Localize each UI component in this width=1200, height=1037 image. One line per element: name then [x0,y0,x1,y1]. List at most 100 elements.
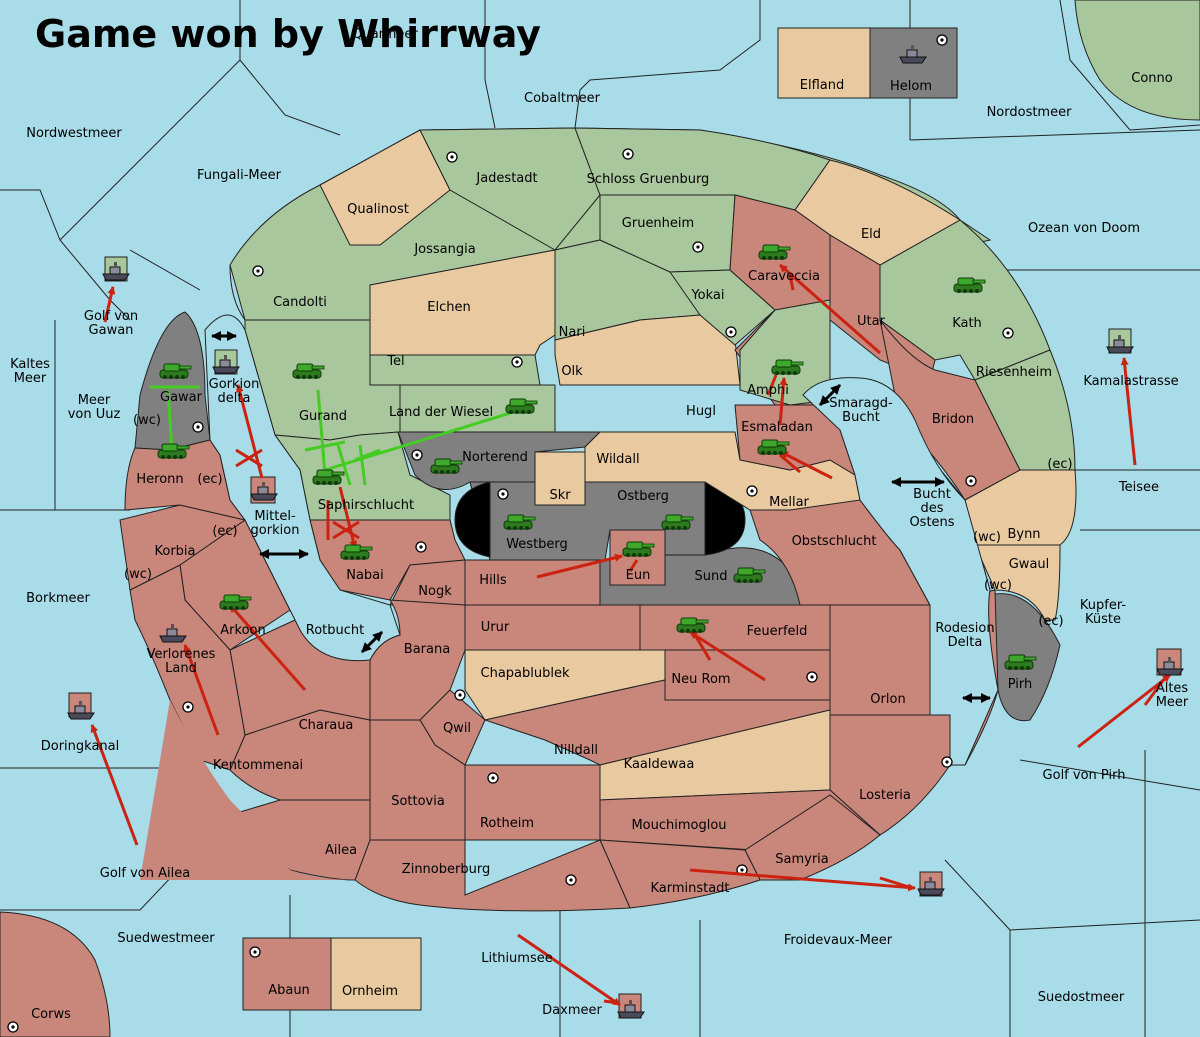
label-candolti: Candolti [273,295,327,310]
label-zinnoberburg: Zinnoberburg [402,862,490,877]
green-tank-icon [622,541,655,558]
label-nordwestmeer: Nordwestmeer [26,126,122,141]
supply-center-icon [936,34,948,46]
label-kupfer: Kupfer-Küste [1080,598,1126,627]
label-mouchimoglou: Mouchimoglou [631,818,726,833]
label-obstschlucht: Obstschlucht [792,534,877,549]
label-saphir: Saphirschlucht [318,498,414,513]
label-conno: Conno [1131,71,1173,86]
label-froidevaux: Froidevaux-Meer [784,933,893,948]
label-rotbucht: Rotbucht [306,623,364,638]
label-mittelgorkion: Mittel-gorkion [251,509,300,538]
label-utar: Utar [857,314,886,329]
label-land-wiesel: Land der Wiesel [389,405,493,420]
supply-center-icon [415,541,427,553]
green-tank-icon [159,363,192,380]
green-tank-icon [953,277,986,294]
label-arkoon: Arkoon [220,623,265,638]
corws-region[interactable] [0,911,111,1037]
label-ec-heronn: (ec) [197,472,222,487]
label-kentommenai: Kentommenai [213,758,303,773]
label-orlon: Orlon [870,692,905,707]
label-olk: Olk [561,364,583,379]
label-sottovia: Sottovia [391,794,445,809]
label-eld: Eld [861,227,881,242]
label-karminstadt: Karminstadt [650,881,729,896]
label-skr: Skr [549,488,571,503]
page-title: Game won by Whirrway [35,12,541,56]
conno-region[interactable] [1074,0,1200,121]
label-wc-gawar: (wc) [133,413,161,428]
supply-centers [7,34,1014,1033]
label-eun: Eun [626,568,651,583]
green-tank-icon [676,617,709,634]
label-ozean: Ozean von Doom [1028,221,1140,236]
green-tank-icon [1004,654,1037,671]
label-cobaltmeer: Cobaltmeer [524,91,601,106]
ornheim-region[interactable] [330,937,422,1011]
supply-center-icon [497,488,509,500]
label-helom: Helom [890,79,932,94]
label-losteria: Losteria [859,788,911,803]
supply-center-icon [692,241,704,253]
label-yokai: Yokai [690,288,724,303]
label-abaun: Abaun [268,983,310,998]
green-tank-icon [661,514,694,531]
green-tank-icon [503,514,536,531]
label-nordostmeer: Nordostmeer [987,105,1073,120]
label-wc-korbia: (wc) [124,567,152,582]
label-urur: Urur [481,620,510,635]
east-inner-sea[interactable] [802,377,999,766]
label-rotheim: Rotheim [480,816,534,831]
label-norterend: Norterend [462,450,528,465]
inner-sea[interactable] [204,314,401,662]
label-elfland: Elfland [800,78,844,93]
label-kath: Kath [952,316,982,331]
label-smaragd: Smaragd-Bucht [829,396,893,425]
supply-center-icon [565,874,577,886]
label-hugl: Hugl [686,404,716,419]
green-tank-icon [312,469,345,486]
label-ostberg: Ostberg [617,489,669,504]
green-tank-icon [505,398,538,415]
label-samyria: Samyria [775,852,829,867]
label-wc-bynn: (wc) [973,530,1001,545]
label-ornheim: Ornheim [342,984,398,999]
failed-order-icons [235,448,360,540]
supply-center-icon [1002,327,1014,339]
label-qwil: Qwil [443,721,471,736]
green-tank-icon [758,244,791,261]
supply-center-icon [965,475,977,487]
elfland-region[interactable] [777,27,871,99]
label-barana: Barana [404,642,450,657]
supply-center-icon [446,151,458,163]
supply-center-icon [249,946,261,958]
label-ailea: Ailea [325,843,357,858]
label-gawar: Gawar [160,390,203,405]
green-tank-icon [340,544,373,561]
label-teisee: Teisee [1118,480,1159,495]
label-suedwestmeer: Suedwestmeer [117,931,215,946]
label-jossangia: Jossangia [413,242,475,257]
label-feuerfeld: Feuerfeld [747,624,808,639]
label-nilldall: Nilldall [554,743,598,758]
label-doringkanal: Doringkanal [41,739,120,754]
label-ec-korbia: (ec) [212,524,237,539]
supply-center-icon [411,449,423,461]
supply-center-icon [725,326,737,338]
supply-center-icon [806,671,818,683]
label-corws: Corws [31,1007,71,1022]
label-wildall: Wildall [596,452,639,467]
label-jadestadt: Jadestadt [475,171,537,186]
label-bynn: Bynn [1007,527,1040,542]
label-mellar: Mellar [769,495,809,510]
label-qualinost: Qualinost [347,202,409,217]
label-suedostmeer: Suedostmeer [1038,990,1125,1005]
